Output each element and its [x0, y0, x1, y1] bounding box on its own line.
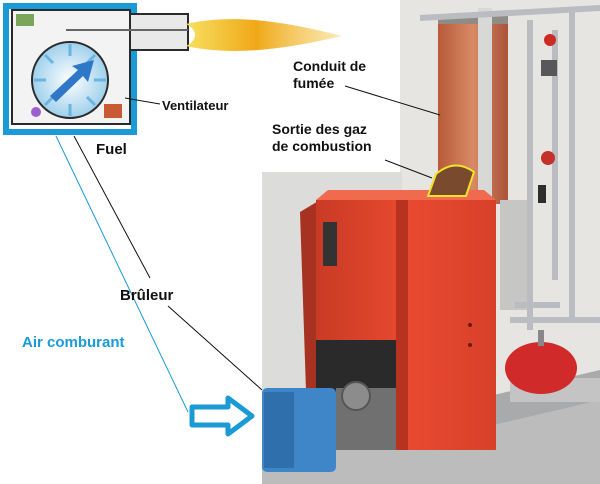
flue-duct-label-line2: fumée [293, 74, 335, 91]
flue-duct-label: Conduit de fumée [293, 58, 366, 92]
burner-diagram [0, 0, 342, 136]
expansion-vessel [505, 342, 577, 394]
fuel-label: Fuel [96, 141, 127, 158]
combustion-air-label: Air comburant [22, 334, 125, 351]
flue-duct-label-line1: Conduit de [293, 58, 367, 74]
flue-gas-outlet-label: Sortie des gaz de combustion [272, 121, 372, 155]
leader-lines [55, 85, 441, 413]
flue-gas-outlet-label-line2: de combustion [272, 137, 372, 154]
burner-label: Brûleur [120, 287, 174, 304]
flame-icon [186, 19, 342, 51]
flue-gas-outlet [426, 164, 476, 197]
diagram-frame [3, 3, 137, 135]
pipes [419, 5, 600, 330]
ventilator-label: Ventilateur [162, 98, 229, 113]
boiler-room-photo [262, 0, 600, 484]
air-arrow-icon [189, 395, 255, 437]
flue-gas-outlet-label-line1: Sortie des gaz [272, 121, 367, 137]
